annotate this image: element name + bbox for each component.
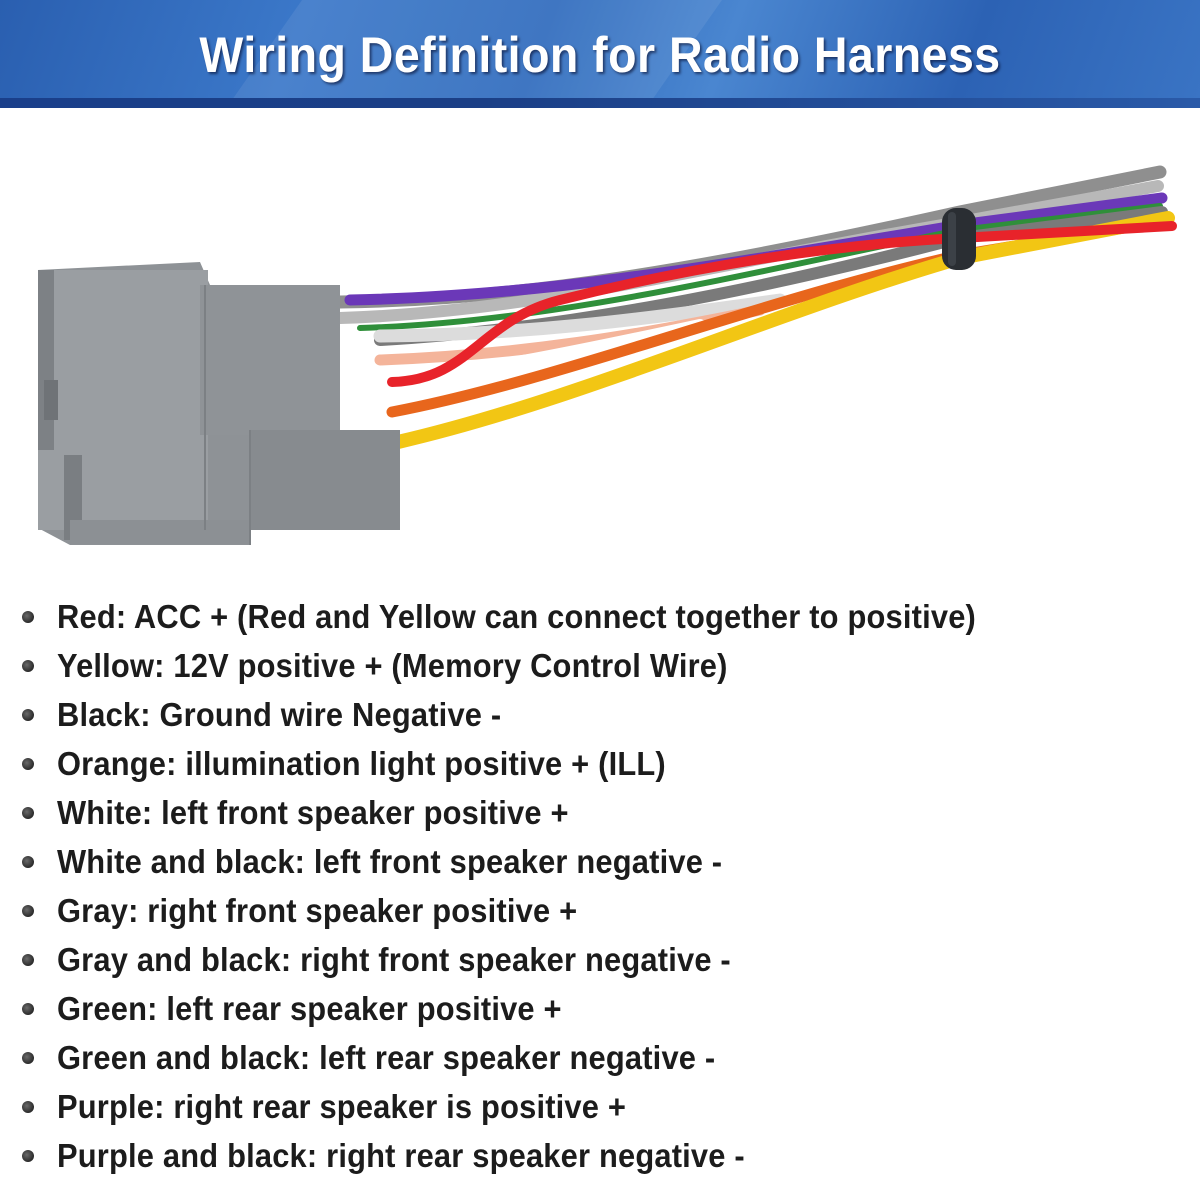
list-item: Orange: illumination light positive + (I…: [0, 739, 1200, 788]
list-item: Gray: right front speaker positive +: [0, 886, 1200, 935]
bullet-icon: [22, 905, 34, 917]
bullet-icon: [22, 954, 34, 966]
list-item: Yellow: 12V positive + (Memory Control W…: [0, 641, 1200, 690]
bullet-icon: [22, 709, 34, 721]
wire-definition: Green: left rear speaker positive +: [57, 990, 562, 1027]
wire-bundle: [333, 165, 1177, 449]
bullet-icon: [22, 856, 34, 868]
list-item: White and black: left front speaker nega…: [0, 837, 1200, 886]
list-item: Purple and black: right rear speaker neg…: [0, 1131, 1200, 1180]
wire-definition: White and black: left front speaker nega…: [57, 843, 723, 880]
bullet-icon: [22, 1052, 34, 1064]
cable-tie: [942, 208, 976, 270]
list-item: Green: left rear speaker positive +: [0, 984, 1200, 1033]
list-item: Green and black: left rear speaker negat…: [0, 1033, 1200, 1082]
bullet-icon: [22, 807, 34, 819]
wire-definition: White: left front speaker positive +: [57, 794, 569, 831]
bullet-icon: [22, 660, 34, 672]
bullet-icon: [22, 611, 34, 623]
wire-definition: Orange: illumination light positive + (I…: [57, 745, 666, 782]
list-item: Black: Ground wire Negative -: [0, 690, 1200, 739]
wire-definition: Gray: right front speaker positive +: [57, 892, 578, 929]
list-item: Red: ACC + (Red and Yellow can connect t…: [0, 592, 1200, 641]
list-item: Purple: right rear speaker is positive +: [0, 1082, 1200, 1131]
bullet-icon: [22, 1150, 34, 1162]
wire-definition: Black: Ground wire Negative -: [57, 696, 502, 733]
connector-body: [38, 262, 400, 545]
wire-definition: Red: ACC + (Red and Yellow can connect t…: [57, 598, 977, 635]
bullet-icon: [22, 758, 34, 770]
wire-definition: Green and black: left rear speaker negat…: [57, 1039, 716, 1076]
wire-definition: Yellow: 12V positive + (Memory Control W…: [57, 647, 728, 684]
list-item: Gray and black: right front speaker nega…: [0, 935, 1200, 984]
bullet-icon: [22, 1101, 34, 1113]
wiring-definition-list: Red: ACC + (Red and Yellow can connect t…: [0, 592, 1200, 1180]
wire-definition: Gray and black: right front speaker nega…: [57, 941, 731, 978]
page-title: Wiring Definition for Radio Harness: [199, 27, 1001, 83]
bullet-icon: [22, 1003, 34, 1015]
list-item: White: left front speaker positive +: [0, 788, 1200, 837]
header-banner: Wiring Definition for Radio Harness: [0, 0, 1200, 108]
radio-harness-illustration: [38, 165, 1177, 545]
wire-definition: Purple and black: right rear speaker neg…: [57, 1137, 745, 1174]
wire-definition: Purple: right rear speaker is positive +: [57, 1088, 627, 1125]
